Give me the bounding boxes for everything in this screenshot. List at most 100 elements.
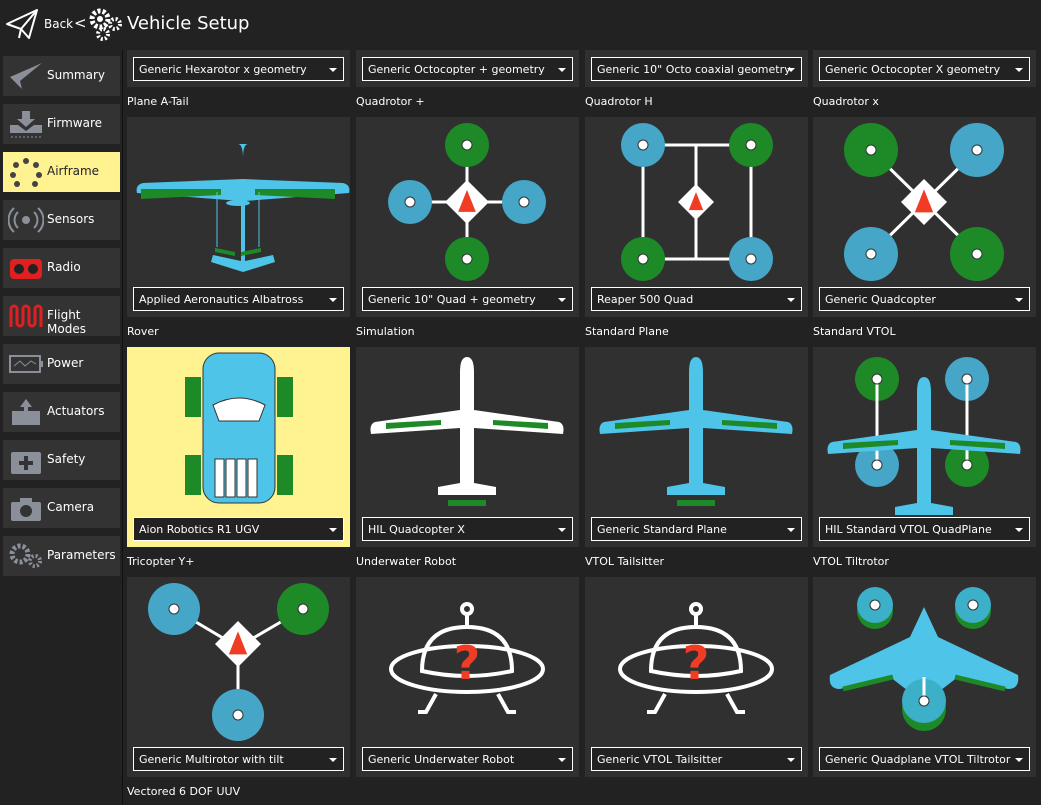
- airframe-tile[interactable]: Generic Octocopter X geometry: [813, 50, 1036, 87]
- airframe-tile[interactable]: ? Generic VTOL Tailsitter: [585, 577, 808, 777]
- chevron-down-icon: [787, 298, 795, 302]
- airframe-icon: [10, 158, 42, 187]
- airframe-dropdown-value: Generic Multirotor with tilt: [139, 753, 284, 766]
- airframe-dropdown[interactable]: Applied Aeronautics Albatross: [133, 287, 344, 311]
- airframe-dropdown[interactable]: Aion Robotics R1 UGV: [133, 517, 344, 541]
- sidebar-item-safety[interactable]: Safety: [3, 440, 120, 480]
- airframe-dropdown-value: Generic Underwater Robot: [368, 753, 515, 766]
- airframe-dropdown-value: Reaper 500 Quad: [597, 293, 694, 306]
- header: Back < Vehicle Setup: [0, 0, 1041, 50]
- airframe-vtol-icon: [827, 357, 1021, 515]
- battery-icon: [9, 355, 43, 373]
- airframe-tile[interactable]: Generic 10" Quad + geometry: [356, 117, 579, 317]
- paper-plane-icon: [10, 63, 42, 89]
- airframe-dropdown[interactable]: Generic Octocopter X geometry: [819, 57, 1030, 81]
- airframe-dropdown[interactable]: HIL Quadcopter X: [362, 517, 573, 541]
- airframe-dropdown[interactable]: Generic Hexarotor x geometry: [133, 57, 344, 81]
- svg-text:?: ?: [683, 636, 710, 690]
- sidebar-item-label: Sensors: [47, 212, 95, 226]
- chevron-down-icon: [329, 68, 337, 72]
- chevron-down-icon: [329, 528, 337, 532]
- airframe-tile[interactable]: ? Generic Underwater Robot: [356, 577, 579, 777]
- sidebar-item-actuators[interactable]: Actuators: [3, 392, 120, 432]
- airframe-dropdown[interactable]: Reaper 500 Quad: [591, 287, 802, 311]
- airframe-none-icon: [127, 50, 350, 55]
- airframe-group-label: Quadrotor H: [585, 95, 653, 108]
- airframe-group-label: VTOL Tiltrotor: [813, 555, 889, 568]
- airframe-dropdown-value: Generic Quadcopter: [825, 293, 936, 306]
- back-button[interactable]: Back: [44, 17, 74, 31]
- airframe-quadx-icon: [844, 123, 1004, 281]
- sidebar-item-sensors[interactable]: Sensors: [3, 200, 120, 240]
- sidebar-item-airframe[interactable]: Airframe: [3, 152, 120, 192]
- airframe-group-label: VTOL Tailsitter: [585, 555, 664, 568]
- airframe-dropdown[interactable]: HIL Standard VTOL QuadPlane: [819, 517, 1030, 541]
- airframe-dropdown-value: Generic 10" Octo coaxial geometry: [597, 63, 791, 76]
- airframe-dropdown-value: Generic Octocopter + geometry: [368, 63, 545, 76]
- airframe-dropdown[interactable]: Generic Quadplane VTOL Tiltrotor: [819, 747, 1030, 771]
- chevron-down-icon: [329, 758, 337, 762]
- airframe-group-label: Vectored 6 DOF UUV: [127, 785, 241, 798]
- airframe-dropdown[interactable]: Generic Underwater Robot: [362, 747, 573, 771]
- sidebar-item-radio[interactable]: Radio: [3, 248, 120, 288]
- airframe-dropdown[interactable]: Generic 10" Octo coaxial geometry: [591, 57, 802, 81]
- chevron-down-icon: [1015, 68, 1023, 72]
- sidebar-item-label: Parameters: [47, 548, 116, 562]
- airframe-dropdown-value: Applied Aeronautics Albatross: [139, 293, 304, 306]
- airframe-atail-icon: [136, 144, 350, 272]
- sidebar-item-power[interactable]: Power: [3, 344, 120, 384]
- chevron-down-icon: [329, 298, 337, 302]
- airframe-group-label: Standard VTOL: [813, 325, 896, 338]
- airframe-group-label: Simulation: [356, 325, 415, 338]
- airframe-group-label: Quadrotor x: [813, 95, 879, 108]
- airframe-tile[interactable]: Aion Robotics R1 UGV: [127, 347, 350, 547]
- paper-plane-icon[interactable]: [5, 7, 39, 41]
- airframe-dropdown-value: Generic 10" Quad + geometry: [368, 293, 536, 306]
- airframe-planewhite-icon: [370, 357, 564, 506]
- airframe-group-label: Rover: [127, 325, 159, 338]
- airframe-dropdown[interactable]: Generic 10" Quad + geometry: [362, 287, 573, 311]
- airframe-tile[interactable]: Generic Standard Plane: [585, 347, 808, 547]
- airframe-tile[interactable]: Generic 10" Octo coaxial geometry: [585, 50, 808, 87]
- chevron-down-icon: [1015, 298, 1023, 302]
- airframe-dropdown-value: HIL Standard VTOL QuadPlane: [825, 523, 992, 536]
- chevron-down-icon: [558, 68, 566, 72]
- airframe-tile[interactable]: Generic Multirotor with tilt: [127, 577, 350, 777]
- airframe-tile[interactable]: Generic Hexarotor x geometry: [127, 50, 350, 87]
- airframe-dropdown[interactable]: Generic Multirotor with tilt: [133, 747, 344, 771]
- airframe-tile[interactable]: Generic Quadcopter: [813, 117, 1036, 317]
- airframe-tile[interactable]: Generic Quadplane VTOL Tiltrotor: [813, 577, 1036, 777]
- sidebar-item-firmware[interactable]: Firmware: [3, 104, 120, 144]
- sidebar-item-camera[interactable]: Camera: [3, 488, 120, 528]
- download-icon: [10, 111, 42, 138]
- airframe-ufo-icon: ?: [618, 602, 774, 714]
- sidebar-item-flight-modes[interactable]: Flight Modes: [3, 296, 120, 336]
- airframe-none-icon: [356, 50, 579, 55]
- airframe-tile[interactable]: Generic Octocopter + geometry: [356, 50, 579, 87]
- airframe-dropdown[interactable]: Generic VTOL Tailsitter: [591, 747, 802, 771]
- airframe-tile[interactable]: Applied Aeronautics Albatross: [127, 117, 350, 317]
- sidebar-item-label: Camera: [47, 500, 95, 514]
- flight-modes-icon: [9, 304, 43, 328]
- chevron-down-icon: [1015, 528, 1023, 532]
- gears-icon: [9, 543, 42, 568]
- airframe-dropdown[interactable]: Generic Standard Plane: [591, 517, 802, 541]
- sidebar-item-label: Power: [47, 356, 84, 370]
- airframe-tile[interactable]: HIL Standard VTOL QuadPlane: [813, 347, 1036, 547]
- airframe-ufo-icon: ?: [389, 602, 545, 714]
- sidebar-item-parameters[interactable]: Parameters: [3, 536, 120, 576]
- airframe-dropdown-value: Generic Quadplane VTOL Tiltrotor: [825, 753, 1011, 766]
- svg-text:?: ?: [454, 636, 481, 690]
- airframe-dropdown[interactable]: Generic Octocopter + geometry: [362, 57, 573, 81]
- safety-icon: [11, 452, 41, 474]
- sidebar-item-label: Firmware: [47, 116, 102, 130]
- airframe-tile[interactable]: Reaper 500 Quad: [585, 117, 808, 317]
- airframe-tile[interactable]: HIL Quadcopter X: [356, 347, 579, 547]
- sidebar-item-label: Actuators: [47, 404, 105, 418]
- airframe-dropdown[interactable]: Generic Quadcopter: [819, 287, 1030, 311]
- sensors-icon: [8, 207, 44, 233]
- sidebar-item-label: Summary: [47, 68, 105, 82]
- sidebar-item-summary[interactable]: Summary: [3, 56, 120, 96]
- airframe-rover-icon: [185, 352, 293, 504]
